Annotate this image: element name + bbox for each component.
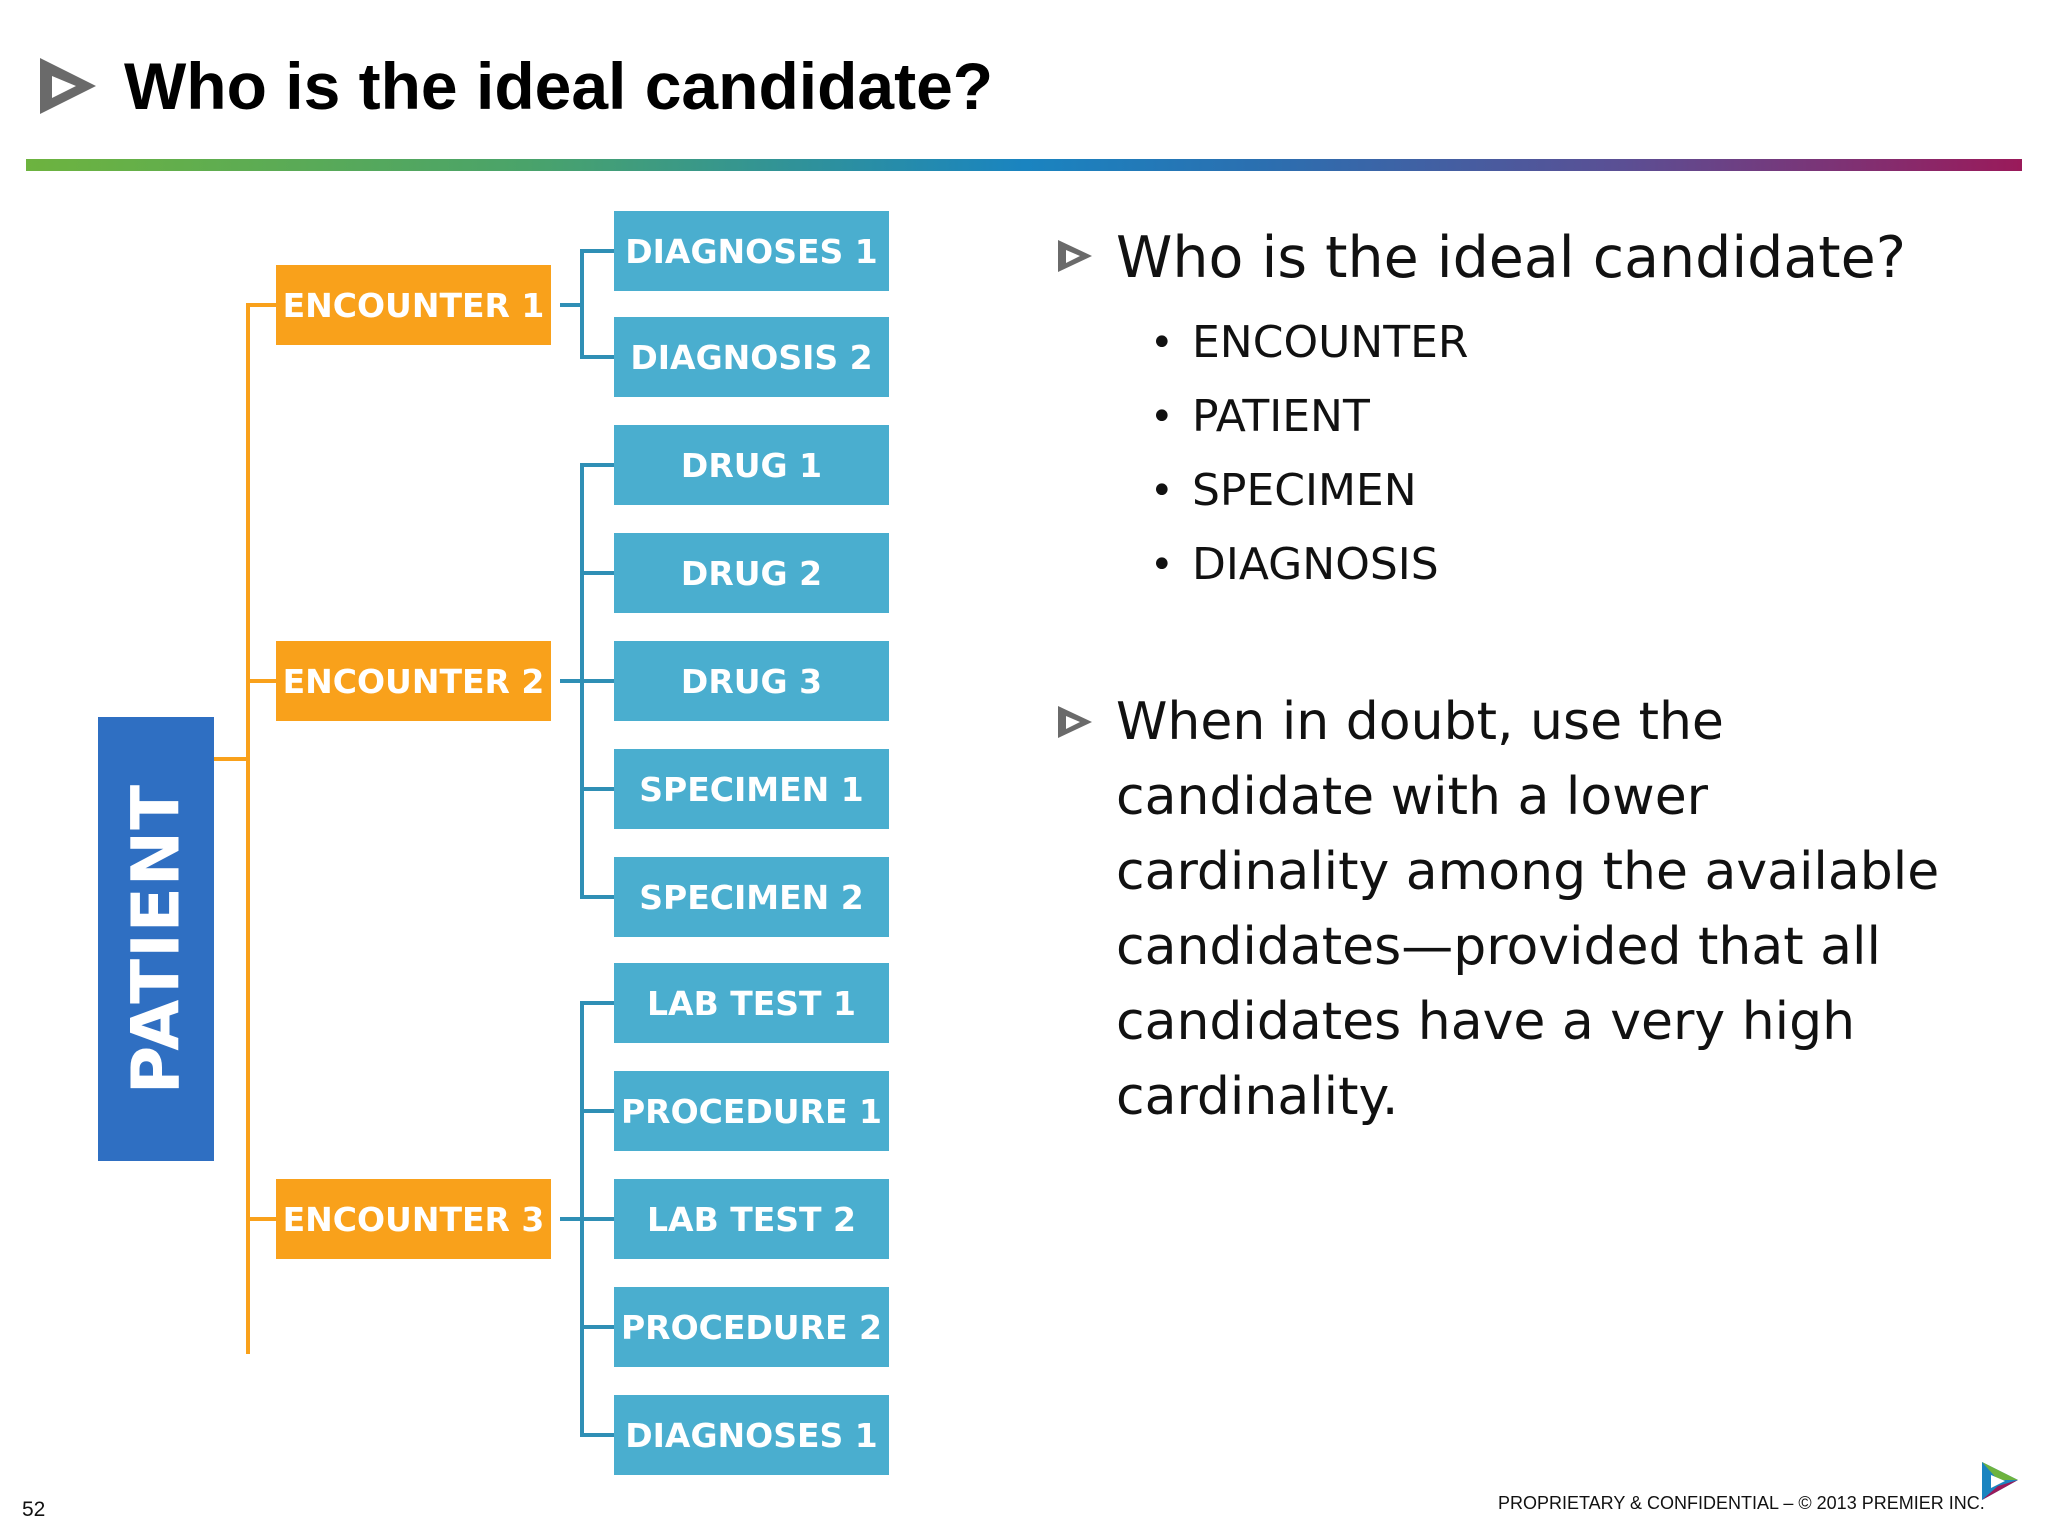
section-heading: Who is the ideal candidate?	[1116, 225, 1906, 291]
connector-line	[580, 463, 614, 467]
confidential-notice: PROPRIETARY & CONFIDENTIAL – © 2013 PREM…	[1498, 1493, 1985, 1513]
item-node: PROCEDURE 1	[614, 1071, 889, 1151]
item-node: DIAGNOSES 1	[614, 1395, 889, 1475]
connector-line	[246, 679, 276, 683]
arrow-bullet-icon	[1058, 706, 1092, 738]
connector-line	[580, 895, 614, 899]
list-item: • PATIENT	[1150, 380, 1468, 454]
bullet-dot: •	[1150, 468, 1174, 514]
list-item-text: PATIENT	[1192, 391, 1370, 442]
list-item-text: DIAGNOSIS	[1192, 539, 1439, 590]
list-item: • DIAGNOSIS	[1150, 528, 1468, 602]
connector-line	[580, 1433, 614, 1437]
premier-logo-icon	[1982, 1462, 2018, 1500]
item-node: SPECIMEN 2	[614, 857, 889, 937]
bullet-dot: •	[1150, 394, 1174, 440]
connector-line	[560, 1217, 582, 1221]
connector-line	[580, 787, 614, 791]
connector-line	[214, 757, 248, 761]
list-item-text: ENCOUNTER	[1192, 317, 1469, 368]
connector-line	[560, 303, 582, 307]
connector-line	[580, 249, 614, 253]
gradient-divider	[26, 159, 2022, 171]
connector-line	[580, 355, 614, 359]
item-node: DIAGNOSIS 2	[614, 317, 889, 397]
bullet-dot: •	[1150, 542, 1174, 588]
guidance-paragraph: When in doubt, use the candidate with a …	[1116, 692, 1940, 1127]
connector-line	[580, 1217, 614, 1221]
connector-line	[580, 249, 584, 359]
list-item: • ENCOUNTER	[1150, 306, 1468, 380]
encounter-node: ENCOUNTER 3	[276, 1179, 551, 1259]
patient-node: PATIENT	[98, 717, 214, 1161]
arrow-bullet-icon	[1058, 240, 1092, 272]
candidate-list: • ENCOUNTER • PATIENT • SPECIMEN • DIAGNOSIS	[1150, 306, 1468, 602]
patient-label: PATIENT	[117, 783, 195, 1095]
connector-line	[580, 1001, 614, 1005]
connector-line	[580, 571, 614, 575]
connector-line	[580, 1325, 614, 1329]
connector-line	[560, 679, 582, 683]
list-item-text: SPECIMEN	[1192, 465, 1417, 516]
item-node: LAB TEST 1	[614, 963, 889, 1043]
item-node: PROCEDURE 2	[614, 1287, 889, 1367]
hierarchy-diagram: PATIENT ENCOUNTER 1 ENCOUNTER 2 ENCOUNTE…	[0, 180, 1000, 1500]
encounter-node: ENCOUNTER 1	[276, 265, 551, 345]
item-node: DIAGNOSES 1	[614, 211, 889, 291]
premier-logo-icon	[40, 58, 96, 114]
slide-title: Who is the ideal candidate?	[124, 49, 994, 123]
connector-line	[246, 304, 250, 1354]
item-node: DRUG 1	[614, 425, 889, 505]
connector-line	[580, 679, 614, 683]
item-node: LAB TEST 2	[614, 1179, 889, 1259]
connector-line	[246, 303, 276, 307]
item-node: DRUG 3	[614, 641, 889, 721]
item-node: DRUG 2	[614, 533, 889, 613]
page-number: 52	[22, 1498, 46, 1521]
list-item: • SPECIMEN	[1150, 454, 1468, 528]
connector-line	[580, 1109, 614, 1113]
connector-line	[246, 1217, 276, 1221]
encounter-node: ENCOUNTER 2	[276, 641, 551, 721]
bullet-dot: •	[1150, 320, 1174, 366]
item-node: SPECIMEN 1	[614, 749, 889, 829]
